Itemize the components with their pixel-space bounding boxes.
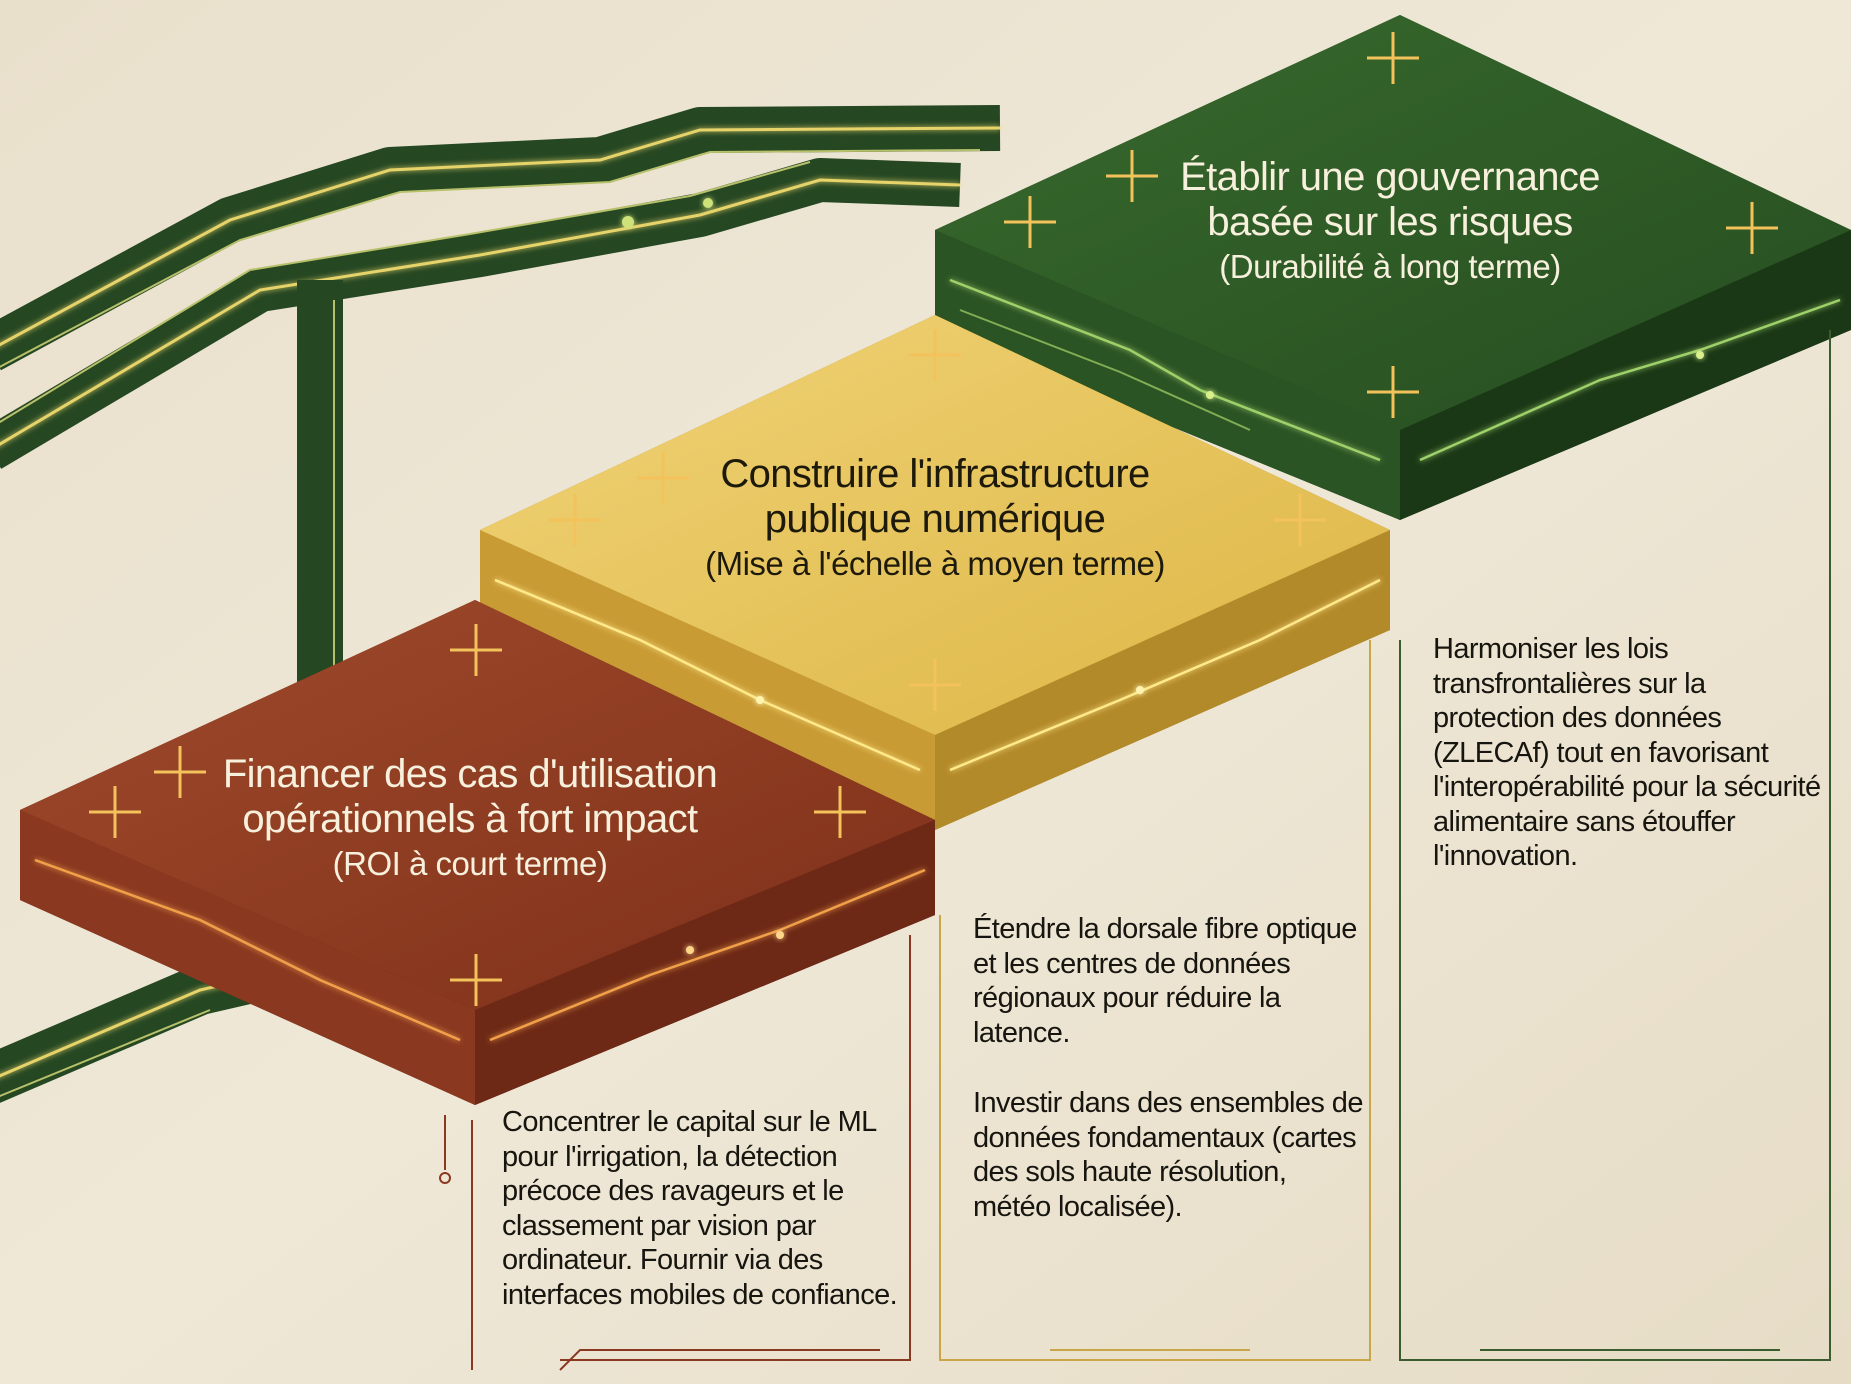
sparkle-icon bbox=[1726, 202, 1778, 254]
step-1-label: Financer des cas d'utilisation opération… bbox=[150, 752, 790, 883]
step-2-subtitle: (Mise à l'échelle à moyen terme) bbox=[705, 544, 1165, 582]
step-3-title-line1: Établir une gouvernance bbox=[1180, 155, 1600, 199]
sparkle-icon bbox=[1106, 150, 1158, 202]
step-2-description-text-1: Étendre la dorsale fibre optique et les … bbox=[973, 913, 1357, 1049]
sparkle-icon bbox=[1004, 196, 1056, 248]
sparkle-icon bbox=[1367, 366, 1419, 418]
step-2-description-text-2: Investir dans des ensembles de données f… bbox=[973, 1087, 1363, 1223]
step-2-label: Construire l'infrastructure publique num… bbox=[620, 452, 1250, 583]
sparkle-icon bbox=[450, 624, 502, 676]
sparkle-icon bbox=[1274, 494, 1326, 546]
step-2-title-line2: publique numérique bbox=[764, 496, 1106, 541]
connector-lines bbox=[439, 330, 1831, 1371]
step-3-description: Harmoniser les lois transfrontalières su… bbox=[1433, 632, 1825, 874]
step-3-subtitle: (Durabilité à long terme) bbox=[1219, 247, 1561, 285]
step-3-title-line2: basée sur les risques bbox=[1207, 199, 1573, 244]
sparkle-icon bbox=[154, 746, 206, 798]
step-3-label: Établir une gouvernance basée sur les ri… bbox=[1100, 155, 1680, 286]
step-1-description: Concentrer le capital sur le ML pour l'i… bbox=[502, 1105, 922, 1312]
step-yellow-block bbox=[480, 315, 1390, 830]
sparkle-icon bbox=[1367, 32, 1419, 84]
step-3-description-text: Harmoniser les lois transfrontalières su… bbox=[1433, 633, 1821, 872]
sparkle-icons bbox=[89, 32, 1778, 1006]
step-2-description: Étendre la dorsale fibre optique et les … bbox=[973, 912, 1363, 1224]
step-1-subtitle: (ROI à court terme) bbox=[332, 844, 608, 882]
sparkle-icon bbox=[909, 329, 961, 381]
step-1-title-line1: Financer des cas d'utilisation bbox=[222, 752, 718, 796]
step-2-title-line1: Construire l'infrastructure bbox=[720, 452, 1150, 496]
step-1-description-text: Concentrer le capital sur le ML pour l'i… bbox=[502, 1106, 898, 1311]
sparkle-icon bbox=[637, 452, 689, 504]
sparkle-icon bbox=[909, 659, 961, 711]
sparkle-icon bbox=[549, 494, 601, 546]
step-red-block bbox=[20, 600, 935, 1105]
step-green-block bbox=[935, 15, 1851, 520]
step-1-title-line2: opérationnels à fort impact bbox=[242, 796, 698, 841]
sparkle-icon bbox=[89, 786, 141, 838]
sparkle-icon bbox=[814, 786, 866, 838]
sparkle-icon bbox=[450, 954, 502, 1006]
